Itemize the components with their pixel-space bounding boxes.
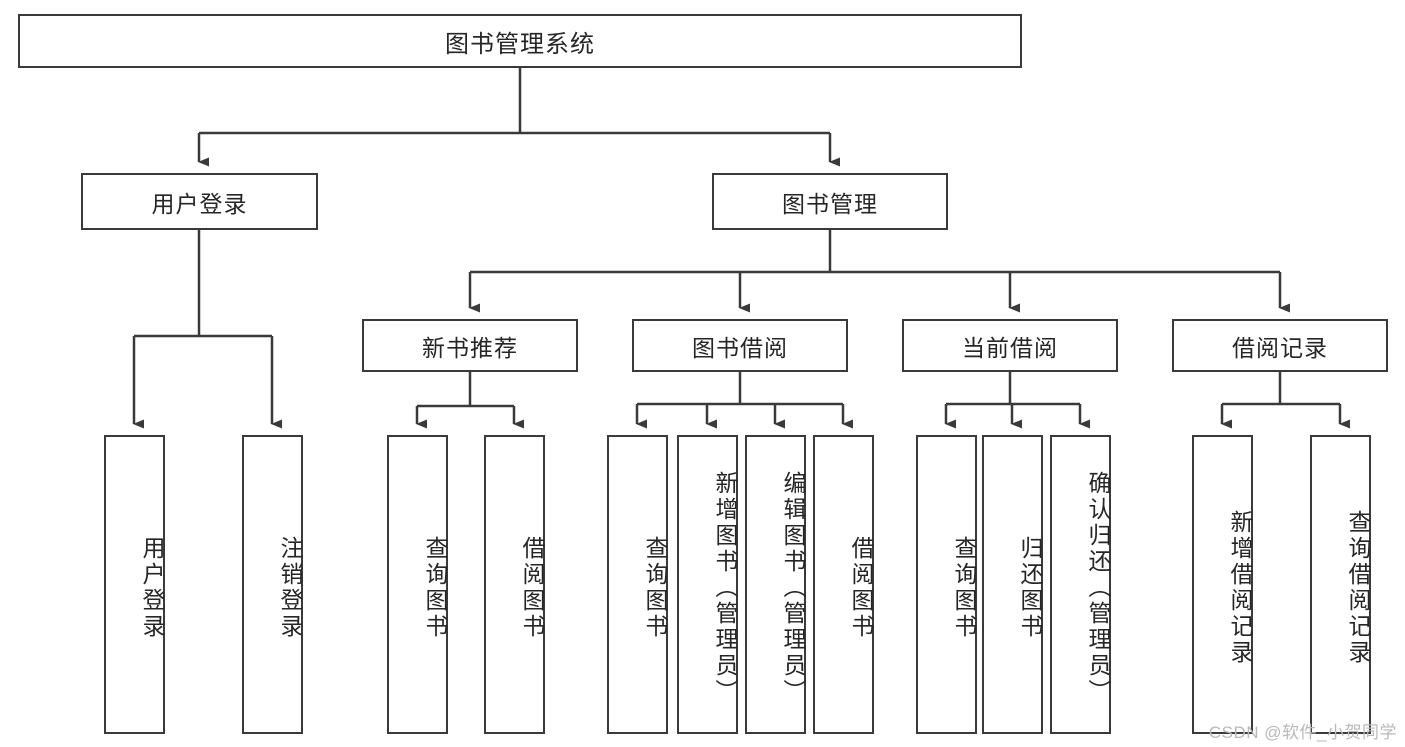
node-book-management[interactable]: 图书管理 [712, 173, 948, 230]
node-label: 查询图书 [422, 535, 448, 640]
leaf-return-book[interactable]: 归还图书 [982, 435, 1043, 734]
node-label: 用户登录 [151, 190, 248, 217]
node-label: 借阅图书 [848, 535, 874, 640]
node-user-login[interactable]: 用户登录 [81, 173, 318, 230]
leaf-query-book-current[interactable]: 查询图书 [916, 435, 977, 734]
leaf-add-borrow-record[interactable]: 新增借阅记录 [1192, 435, 1253, 734]
node-label: 借阅图书 [519, 535, 545, 640]
node-label: 图书管理 [782, 190, 878, 217]
node-label: 查询借阅记录 [1345, 509, 1371, 666]
node-label: 编辑图书（管理员） [780, 470, 806, 705]
node-label: 新增图书（管理员） [712, 470, 738, 705]
leaf-edit-book-admin[interactable]: 编辑图书（管理员） [745, 435, 806, 734]
leaf-user-login[interactable]: 用户登录 [104, 435, 165, 734]
leaf-borrow-book-recommend[interactable]: 借阅图书 [484, 435, 545, 734]
node-new-book-recommend[interactable]: 新书推荐 [362, 319, 578, 372]
node-label: 归还图书 [1017, 535, 1043, 640]
leaf-add-book-admin[interactable]: 新增图书（管理员） [677, 435, 738, 734]
node-label: 当前借阅 [962, 334, 1058, 361]
leaf-query-book-borrow[interactable]: 查询图书 [607, 435, 668, 734]
watermark: CSDN @软件_小贺同学 [1208, 723, 1397, 742]
leaf-logout[interactable]: 注销登录 [242, 435, 303, 734]
node-label: 查询图书 [951, 535, 977, 640]
node-label: 图书管理系统 [445, 30, 595, 58]
node-label: 新增借阅记录 [1227, 509, 1253, 666]
node-root[interactable]: 图书管理系统 [18, 14, 1022, 68]
leaf-query-book-recommend[interactable]: 查询图书 [387, 435, 448, 734]
node-label: 用户登录 [139, 535, 165, 640]
node-label: 图书借阅 [692, 334, 788, 361]
leaf-query-borrow-record[interactable]: 查询借阅记录 [1310, 435, 1371, 734]
node-book-borrow[interactable]: 图书借阅 [632, 319, 848, 372]
node-borrow-records[interactable]: 借阅记录 [1172, 319, 1388, 372]
node-label: 借阅记录 [1232, 334, 1328, 361]
node-label: 查询图书 [642, 535, 668, 640]
node-current-borrow[interactable]: 当前借阅 [902, 319, 1118, 372]
node-label: 注销登录 [277, 535, 303, 640]
node-label: 确认归还（管理员） [1085, 470, 1111, 705]
leaf-confirm-return-admin[interactable]: 确认归还（管理员） [1050, 435, 1111, 734]
node-label: 新书推荐 [422, 334, 518, 361]
leaf-borrow-book[interactable]: 借阅图书 [813, 435, 874, 734]
